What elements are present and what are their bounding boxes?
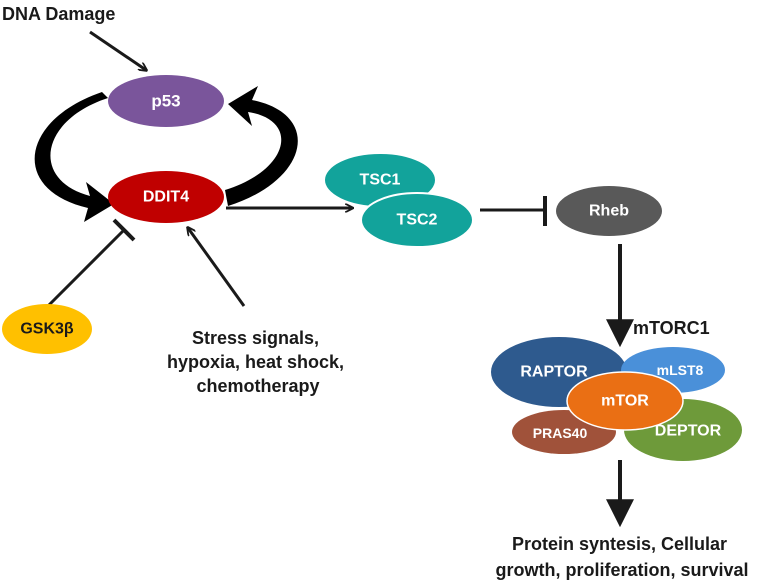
gsk3b-inhibition-bar: [112, 218, 136, 242]
pras40-label: PRAS40: [533, 425, 588, 441]
rheb-label: Rheb: [589, 203, 629, 220]
mtor-node: [566, 371, 684, 431]
gsk3b-inhibition-line: [44, 228, 126, 310]
tsc1-label: TSC1: [360, 172, 401, 189]
outcome-label-line-1: Protein syntesis, Cellular: [512, 534, 727, 554]
tsc2-node: [360, 192, 474, 248]
ddit4-label: DDIT4: [143, 189, 189, 206]
deptor-label: DEPTOR: [655, 423, 722, 440]
stress-arrow: [188, 228, 246, 307]
ddit4-node: [108, 171, 224, 223]
dna-damage-label: DNA Damage: [2, 4, 115, 24]
stress-label: Stress signals, hypoxia, heat shock, che…: [167, 328, 349, 396]
dna-damage-arrow: [89, 30, 146, 70]
p53-to-ddit4-curved-arrow: [34, 92, 114, 222]
tsc2-label: TSC2: [397, 212, 438, 229]
mtorc1-label: mTORC1: [633, 318, 710, 338]
mtor-label: mTOR: [601, 393, 649, 410]
outcome-label-line-2: growth, proliferation, survival: [495, 560, 748, 580]
p53-node: [108, 75, 224, 127]
raptor-label: RAPTOR: [520, 364, 588, 381]
gsk3b-node: [2, 304, 92, 354]
outcome-label: Protein syntesis, Cellular growth, proli…: [495, 534, 748, 580]
stress-label-line-1: Stress signals,: [192, 328, 319, 348]
gsk3b-label: GSK3β: [20, 321, 74, 338]
ddit4-to-p53-curved-arrow: [225, 86, 298, 206]
stress-label-line-3: chemotherapy: [196, 376, 319, 396]
rheb-node: [556, 186, 662, 236]
stress-label-line-2: hypoxia, heat shock,: [167, 352, 344, 372]
mlst8-label: mLST8: [657, 362, 704, 378]
p53-label: p53: [151, 92, 180, 111]
